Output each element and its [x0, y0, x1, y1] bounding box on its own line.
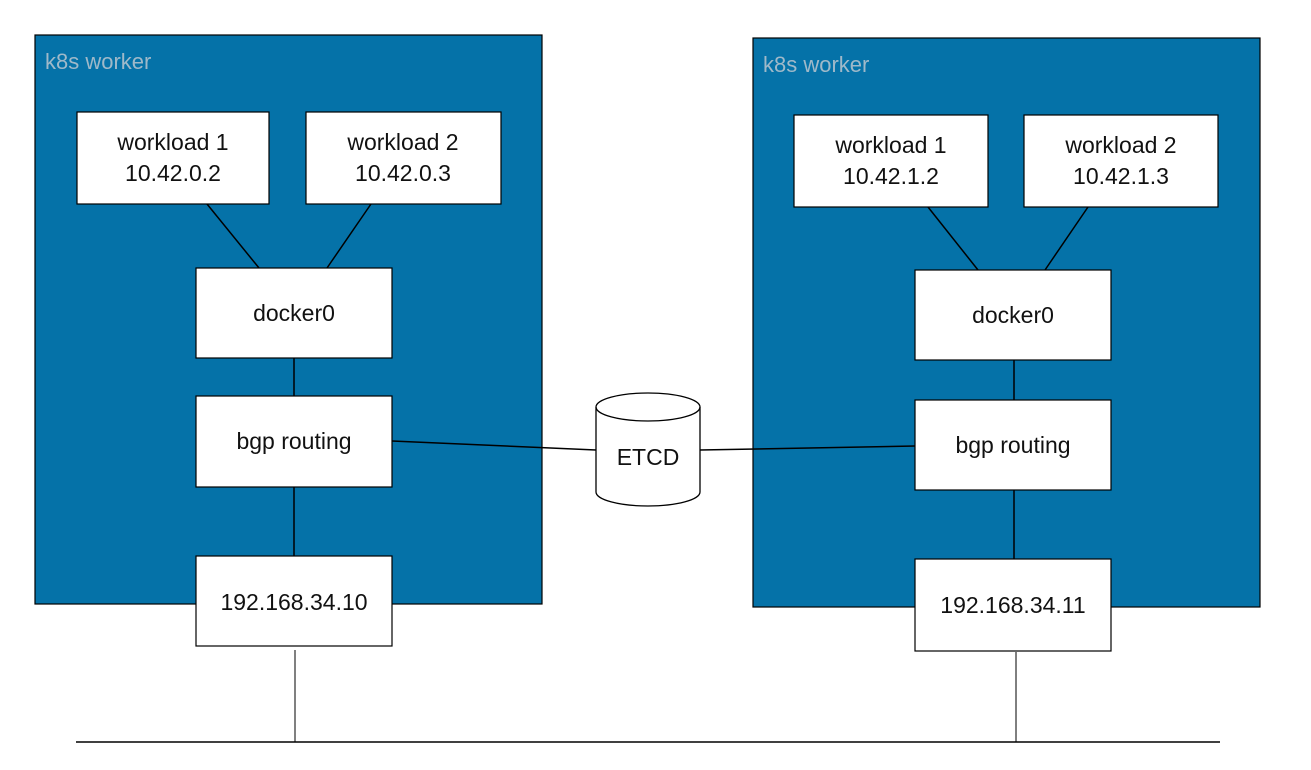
- workload-right-1: workload 1 10.42.1.2: [793, 114, 989, 208]
- workload-right-1-box: [793, 114, 989, 208]
- worker-right-label: k8s worker: [763, 52, 869, 77]
- workload-left-2-box: [305, 111, 502, 205]
- worker-right: k8s worker workload 1 10.42.1.2 workload…: [752, 37, 1261, 608]
- workload-right-1-ip: 10.42.1.2: [843, 163, 939, 189]
- bgp-routing-left-label: bgp routing: [236, 428, 351, 454]
- workload-left-2-name: workload 2: [346, 129, 458, 155]
- host-ip-right-box: [914, 558, 1112, 652]
- bgp-routing-left-box: [195, 395, 393, 488]
- workload-right-2-name: workload 2: [1064, 132, 1176, 158]
- bgp-routing-right-label: bgp routing: [955, 432, 1070, 458]
- link-left-wl2-docker: [326, 203, 372, 269]
- worker-left: k8s worker workload 1 10.42.0.2 workload…: [34, 34, 543, 605]
- workload-left-1-ip: 10.42.0.2: [125, 160, 221, 186]
- docker-bridge-left: docker0: [195, 267, 393, 359]
- docker-bridge-left-box: [195, 267, 393, 359]
- bgp-routing-left: bgp routing: [195, 395, 393, 488]
- etcd-cylinder-rim: [595, 406, 701, 422]
- etcd-database: ETCD: [595, 392, 701, 507]
- bgp-routing-right: bgp routing: [914, 399, 1112, 491]
- docker-bridge-left-label: docker0: [253, 300, 335, 326]
- workload-left-2: workload 2 10.42.0.3: [305, 111, 502, 205]
- workload-left-1-box: [76, 111, 270, 205]
- host-ip-right: 192.168.34.11: [914, 558, 1112, 652]
- etcd-cylinder-body: [595, 392, 701, 507]
- link-etcd-bgp-right: [699, 445, 916, 451]
- etcd-label: ETCD: [617, 444, 680, 470]
- workload-left-1-name: workload 1: [116, 129, 228, 155]
- host-ip-left: 192.168.34.10: [195, 555, 393, 647]
- link-right-wl1-docker: [927, 206, 979, 271]
- worker-left-label: k8s worker: [45, 49, 151, 74]
- host-ip-left-label: 192.168.34.10: [220, 589, 367, 615]
- workload-right-1-name: workload 1: [834, 132, 946, 158]
- workload-right-2: workload 2 10.42.1.3: [1023, 114, 1219, 208]
- workload-left-2-ip: 10.42.0.3: [355, 160, 451, 186]
- host-ip-right-label: 192.168.34.11: [940, 592, 1085, 618]
- docker-bridge-right: docker0: [914, 269, 1112, 361]
- link-left-wl1-docker: [206, 203, 260, 269]
- docker-bridge-right-box: [914, 269, 1112, 361]
- workload-left-1: workload 1 10.42.0.2: [76, 111, 270, 205]
- docker-bridge-right-label: docker0: [972, 302, 1054, 328]
- link-right-wl2-docker: [1044, 206, 1089, 271]
- workload-right-2-ip: 10.42.1.3: [1073, 163, 1169, 189]
- workload-right-2-box: [1023, 114, 1219, 208]
- link-bgp-left-etcd: [391, 440, 597, 451]
- host-ip-left-box: [195, 555, 393, 647]
- bgp-routing-right-box: [914, 399, 1112, 491]
